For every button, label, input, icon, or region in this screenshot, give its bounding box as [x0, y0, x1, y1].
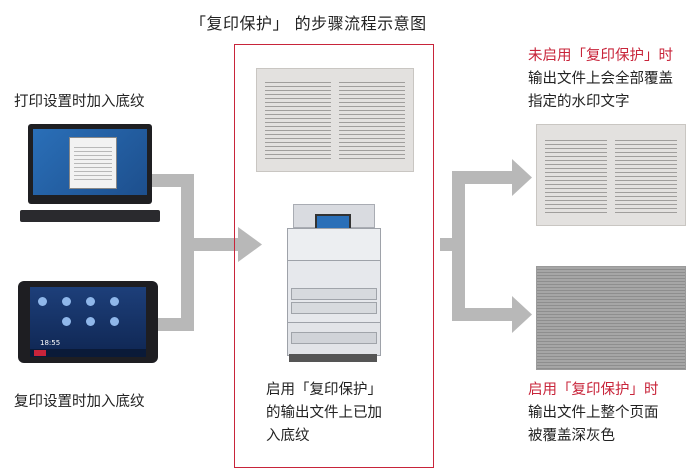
monitor-bezel	[28, 124, 152, 204]
multifunction-printer	[285, 196, 381, 364]
desktop-computer	[20, 124, 160, 224]
app-icon	[110, 297, 119, 306]
copy-with-watermark	[536, 124, 686, 226]
app-icon	[62, 297, 71, 306]
enabled-line-1: 输出文件上整个页面	[528, 405, 659, 421]
control-panel-tablet: 18:55	[18, 281, 158, 363]
connector-to-top	[452, 171, 514, 184]
connector-vertical-right	[452, 171, 465, 321]
disabled-line-1: 输出文件上会全部覆盖	[528, 71, 673, 87]
printer-base	[289, 354, 377, 362]
print-dialog-window	[69, 137, 117, 189]
print-setting-label: 打印设置时加入底纹	[14, 94, 145, 110]
paper-with-background-pattern	[256, 68, 414, 172]
connector-vertical-left	[181, 174, 194, 331]
center-caption-line-1: 启用「复印保护」	[266, 382, 382, 398]
center-caption-line-3: 入底纹	[266, 428, 310, 444]
app-icon	[110, 317, 119, 326]
tablet-screen: 18:55	[30, 287, 146, 357]
app-icon	[86, 317, 95, 326]
center-caption-line-2: 的输出文件上已加	[266, 405, 382, 421]
connector-to-printer	[181, 238, 239, 251]
app-icon	[86, 297, 95, 306]
monitor-screen	[33, 129, 147, 195]
disabled-title: 未启用「复印保护」时	[528, 48, 673, 64]
arrow-head-to-bottom	[512, 296, 532, 333]
home-button	[34, 350, 46, 356]
center-frame	[234, 44, 434, 468]
paper-tray	[291, 288, 377, 300]
copy-fully-grayed	[536, 266, 686, 370]
disabled-line-2: 指定的水印文字	[528, 94, 630, 110]
diagram-title: 「复印保护」 的步骤流程示意图	[190, 14, 427, 33]
printer-body-top	[287, 228, 381, 262]
app-icon	[38, 297, 47, 306]
enabled-title: 启用「复印保护」时	[528, 382, 659, 398]
app-icon	[62, 317, 71, 326]
enabled-line-2: 被覆盖深灰色	[528, 428, 615, 444]
arrow-head-to-printer	[238, 227, 262, 262]
copy-setting-label: 复印设置时加入底纹	[14, 394, 145, 410]
tablet-clock: 18:55	[40, 339, 61, 347]
keyboard	[20, 210, 160, 222]
connector-to-bottom	[452, 308, 514, 321]
arrow-head-to-top	[512, 159, 532, 196]
paper-tray	[291, 332, 377, 344]
paper-tray	[291, 302, 377, 314]
